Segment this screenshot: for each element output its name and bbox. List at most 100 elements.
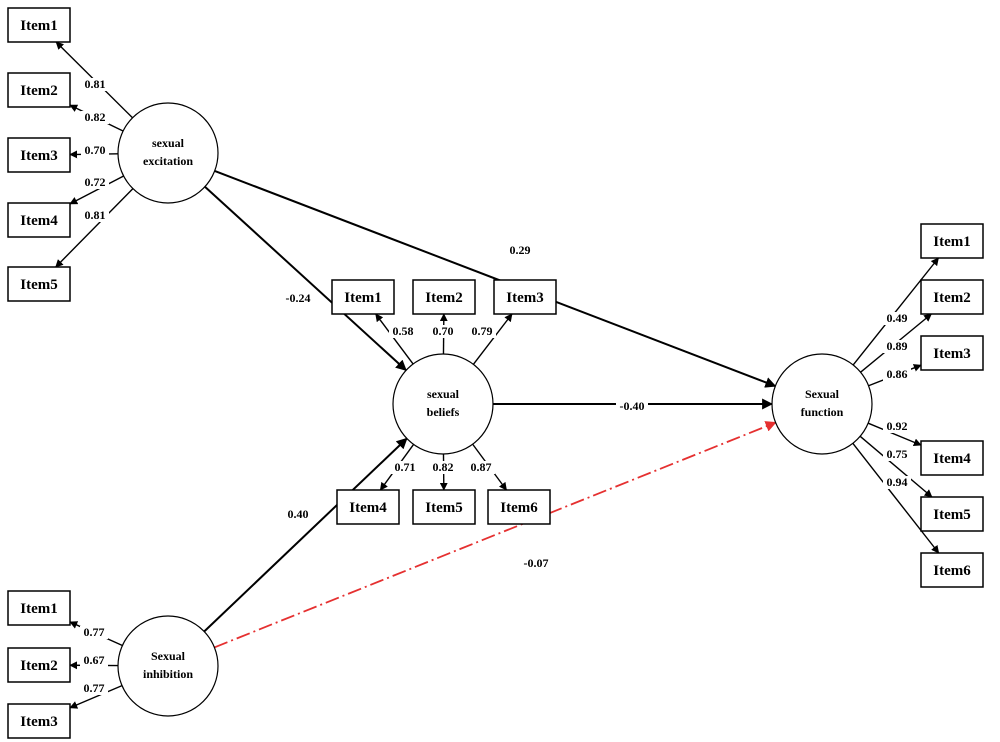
loading-arrow-beliefs-1 <box>375 313 414 365</box>
indicator-box-beliefs-2: Item2 <box>412 279 476 315</box>
path-arrow-inhibition-to-beliefs <box>203 437 408 633</box>
indicator-box-excitation-2: Item2 <box>7 72 71 108</box>
indicator-label: Item1 <box>933 234 971 250</box>
loading-label-bg <box>80 626 108 639</box>
loading-arrow-function-5 <box>859 435 933 498</box>
latent-label: Sexual <box>805 387 840 401</box>
loading-value-function-5: 0.75 <box>887 447 908 461</box>
indicator-box-inhibition-2: Item2 <box>7 647 71 683</box>
loading-label-bg <box>468 325 496 338</box>
indicator-box-excitation-1: Item1 <box>7 7 71 43</box>
indicator-box-beliefs-1: Item1 <box>331 279 395 315</box>
loading-arrow-function-1 <box>852 257 939 366</box>
indicator-label: Item2 <box>425 290 463 306</box>
latent-function: Sexual function <box>771 353 873 455</box>
loading-label-bg <box>80 654 108 667</box>
loading-value-inhibition-1: 0.77 <box>84 625 105 639</box>
loading-value-function-4: 0.92 <box>887 419 908 433</box>
indicator-box-inhibition-3: Item3 <box>7 703 71 739</box>
loading-arrow-beliefs-3 <box>472 313 513 365</box>
loading-label-bg <box>81 209 109 222</box>
loading-label-bg <box>883 340 911 353</box>
path-label-bg <box>520 557 552 571</box>
indicator-label: Item2 <box>20 658 58 674</box>
loading-arrow-excitation-4 <box>69 175 124 205</box>
loading-value-beliefs-1: 0.58 <box>393 324 414 338</box>
loading-value-beliefs-6: 0.87 <box>471 460 492 474</box>
latent-label: inhibition <box>143 667 193 681</box>
indicator-label: Item3 <box>20 714 58 730</box>
path-label-bg <box>504 244 536 258</box>
loading-value-beliefs-3: 0.79 <box>472 324 493 338</box>
path-label-bg <box>282 292 314 306</box>
loading-value-function-3: 0.86 <box>887 367 908 381</box>
indicator-label: Item3 <box>933 346 971 362</box>
path-coefficient-inhibition-to-beliefs: 0.40 <box>288 507 309 521</box>
indicator-box-function-2: Item2 <box>920 279 984 315</box>
indicator-box-function-3: Item3 <box>920 335 984 371</box>
path-arrow-inhibition-to-function <box>214 421 777 649</box>
latent-label: sexual <box>152 136 185 150</box>
indicator-label: Item2 <box>20 83 58 99</box>
loading-label-bg <box>429 325 457 338</box>
indicator-box-beliefs-5: Item5 <box>412 489 476 525</box>
indicator-box-beliefs-6: Item6 <box>487 489 551 525</box>
indicator-label: Item6 <box>933 563 971 579</box>
loading-label-bg <box>81 144 109 157</box>
loading-arrow-inhibition-3 <box>69 684 123 709</box>
loading-label-bg <box>391 461 419 474</box>
indicator-label: Item1 <box>20 601 58 617</box>
indicator-label: Item5 <box>20 277 58 293</box>
loading-label-bg <box>883 368 911 381</box>
indicator-label: Item3 <box>20 148 58 164</box>
loading-value-function-1: 0.49 <box>887 311 908 325</box>
path-coefficient-excitation-to-beliefs: -0.24 <box>286 291 311 305</box>
latent-label: excitation <box>143 154 193 168</box>
latent-label: Sexual <box>151 649 186 663</box>
loading-value-beliefs-5: 0.82 <box>433 460 454 474</box>
loading-label-bg <box>883 312 911 325</box>
loading-value-inhibition-2: 0.67 <box>84 653 105 667</box>
loading-label-bg <box>81 78 109 91</box>
path-coefficient-excitation-to-function: 0.29 <box>510 243 531 257</box>
path-coefficient-beliefs-to-function: -0.40 <box>620 399 645 413</box>
indicator-label: Item1 <box>344 290 382 306</box>
loading-value-excitation-1: 0.81 <box>85 77 106 91</box>
indicator-label: Item6 <box>500 500 538 516</box>
loading-label-bg <box>429 461 457 474</box>
path-arrow-excitation-to-function <box>214 169 777 388</box>
indicator-label: Item1 <box>20 18 58 34</box>
path-arrow-excitation-to-beliefs <box>204 185 407 372</box>
loading-value-function-2: 0.89 <box>887 339 908 353</box>
path-label-bg <box>282 508 314 522</box>
loading-label-bg <box>883 476 911 489</box>
latent-inhibition: Sexual inhibition <box>117 615 219 717</box>
latent-label: function <box>801 405 844 419</box>
loading-value-excitation-5: 0.81 <box>85 208 106 222</box>
indicator-box-function-1: Item1 <box>920 223 984 259</box>
loading-value-excitation-3: 0.70 <box>85 143 106 157</box>
indicator-box-beliefs-3: Item3 <box>493 279 557 315</box>
indicator-label: Item5 <box>933 507 971 523</box>
indicator-label: Item4 <box>933 451 971 467</box>
loading-arrow-function-6 <box>852 442 940 554</box>
indicator-box-excitation-4: Item4 <box>7 202 71 238</box>
indicator-box-excitation-5: Item5 <box>7 266 71 302</box>
indicator-label: Item4 <box>349 500 387 516</box>
loading-label-bg <box>81 176 109 189</box>
loading-label-bg <box>883 448 911 461</box>
indicator-box-beliefs-4: Item4 <box>336 489 400 525</box>
loading-label-bg <box>389 325 417 338</box>
indicator-box-inhibition-1: Item1 <box>7 590 71 626</box>
indicator-label: Item3 <box>506 290 544 306</box>
latent-label: sexual <box>427 387 460 401</box>
loading-label-bg <box>467 461 495 474</box>
indicator-box-excitation-3: Item3 <box>7 137 71 173</box>
loading-arrow-function-4 <box>867 422 922 447</box>
loading-arrow-excitation-5 <box>55 188 134 268</box>
path-coefficient-inhibition-to-function: -0.07 <box>524 556 549 570</box>
loading-label-bg <box>883 420 911 433</box>
loading-label-bg <box>80 682 108 695</box>
